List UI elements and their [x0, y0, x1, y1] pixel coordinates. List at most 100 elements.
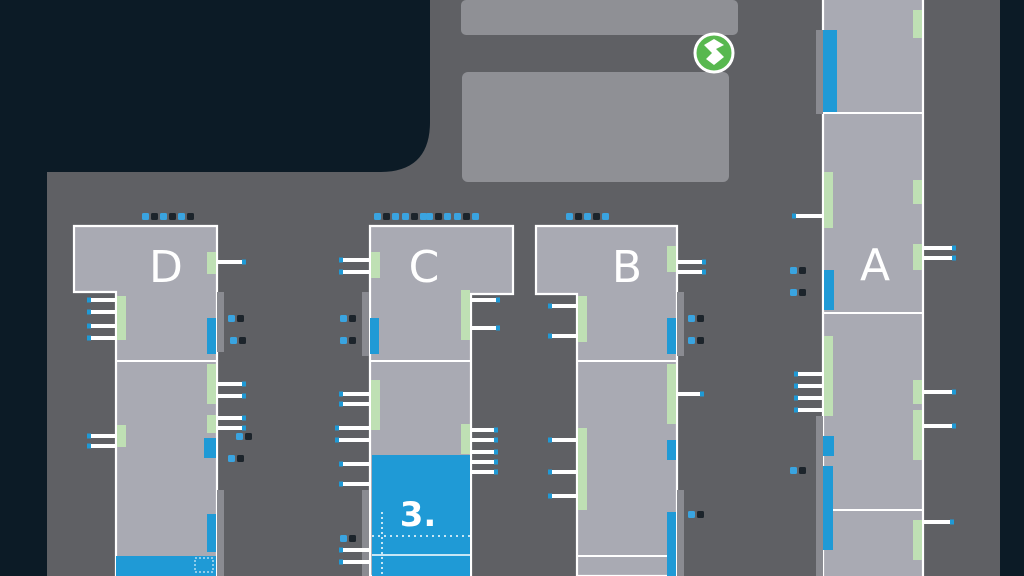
- jet-bridge: [797, 396, 823, 400]
- ground-vehicle: [593, 213, 600, 220]
- jet-bridge: [90, 336, 116, 340]
- jet-bridge: [797, 384, 823, 388]
- ground-vehicle: [426, 213, 433, 220]
- jet-bridge-tip: [548, 493, 552, 499]
- jet-bridge: [551, 334, 577, 338]
- ground-vehicle: [799, 289, 806, 296]
- jet-bridge: [217, 260, 243, 264]
- ground-vehicle: [237, 455, 244, 462]
- ground-vehicle: [799, 467, 806, 474]
- ground-vehicle: [584, 213, 591, 220]
- jet-bridge: [797, 408, 823, 412]
- ground-vehicle: [790, 289, 797, 296]
- jet-bridge-tip: [494, 427, 498, 433]
- jet-bridge-tip: [548, 303, 552, 309]
- jet-bridge-tip: [952, 389, 956, 395]
- jet-bridge-tip: [494, 449, 498, 455]
- jet-bridge: [342, 270, 370, 274]
- ground-vehicle: [230, 337, 237, 344]
- terminal-a[interactable]: [816, 0, 925, 576]
- ground-vehicle: [697, 511, 704, 518]
- parking-lot-lower: [462, 72, 729, 182]
- area-3-label: 3.: [400, 495, 437, 535]
- jet-bridge: [471, 470, 495, 474]
- jet-bridge: [795, 214, 823, 218]
- jet-bridge: [471, 298, 497, 302]
- jet-bridge: [342, 548, 370, 552]
- ground-vehicle: [697, 337, 704, 344]
- terminal-c-label: C: [409, 242, 440, 293]
- jet-bridge: [217, 394, 243, 398]
- ground-vehicle: [151, 213, 158, 220]
- jet-bridge: [551, 494, 577, 498]
- ground-vehicle: [402, 213, 409, 220]
- jet-bridge-tip: [952, 423, 956, 429]
- jet-bridge-tip: [87, 323, 91, 329]
- jet-bridge-tip: [494, 469, 498, 475]
- jet-bridge-tip: [339, 481, 343, 487]
- jet-bridge: [923, 424, 953, 428]
- ground-vehicle: [790, 467, 797, 474]
- jet-bridge: [923, 256, 953, 260]
- ground-vehicle: [435, 213, 442, 220]
- jet-bridge-tip: [87, 335, 91, 341]
- ground-vehicle: [349, 535, 356, 542]
- jet-bridge-tip: [494, 437, 498, 443]
- ground-vehicle: [454, 213, 461, 220]
- jet-bridge-tip: [952, 255, 956, 261]
- ground-vehicle: [236, 433, 243, 440]
- terminal-a-label: A: [860, 240, 890, 291]
- ground-vehicle: [602, 213, 609, 220]
- jet-bridge-tip: [548, 469, 552, 475]
- ground-vehicle: [688, 337, 695, 344]
- jet-bridge: [923, 390, 953, 394]
- jet-bridge-tip: [339, 391, 343, 397]
- ground-vehicle: [566, 213, 573, 220]
- area-3-highlight[interactable]: [372, 455, 470, 576]
- jet-bridge: [551, 438, 577, 442]
- ground-vehicle: [444, 213, 451, 220]
- jet-bridge: [342, 392, 370, 396]
- jet-bridge-tip: [548, 333, 552, 339]
- ground-vehicle: [688, 511, 695, 518]
- jet-bridge-tip: [339, 401, 343, 407]
- ground-vehicle: [187, 213, 194, 220]
- ground-vehicle: [383, 213, 390, 220]
- terminal-b[interactable]: [534, 224, 684, 576]
- jet-bridge-tip: [335, 425, 339, 431]
- ground-vehicle: [799, 267, 806, 274]
- ground-vehicle: [349, 315, 356, 322]
- ground-vehicle: [228, 315, 235, 322]
- jet-bridge-tip: [242, 425, 246, 431]
- jet-bridges: [87, 213, 956, 565]
- jet-bridge: [923, 246, 953, 250]
- compass-arrow-icon[interactable]: [693, 32, 735, 74]
- ground-vehicle: [340, 315, 347, 322]
- ground-vehicle: [237, 315, 244, 322]
- jet-bridge: [471, 450, 495, 454]
- jet-bridge: [338, 438, 370, 442]
- jet-bridge: [90, 324, 116, 328]
- jet-bridge: [677, 270, 703, 274]
- ground-vehicle: [697, 315, 704, 322]
- jet-bridge-tip: [794, 383, 798, 389]
- jet-bridge: [90, 434, 116, 438]
- jet-bridge-tip: [700, 391, 704, 397]
- jet-bridge: [90, 310, 116, 314]
- terminal-c[interactable]: [362, 224, 515, 576]
- jet-bridge: [217, 426, 243, 430]
- jet-bridge: [217, 382, 243, 386]
- jet-bridge: [90, 298, 116, 302]
- jet-bridge-tip: [242, 259, 246, 265]
- jet-bridge-tip: [794, 395, 798, 401]
- ground-vehicle: [472, 213, 479, 220]
- terminal-d[interactable]: [72, 224, 224, 576]
- ground-vehicle: [790, 267, 797, 274]
- parking-lot-upper: [461, 0, 738, 35]
- ground-vehicle: [392, 213, 399, 220]
- apron: [47, 0, 1000, 576]
- jet-bridge: [342, 258, 370, 262]
- ground-vehicle: [349, 337, 356, 344]
- jet-bridge: [677, 392, 701, 396]
- ground-vehicle: [340, 535, 347, 542]
